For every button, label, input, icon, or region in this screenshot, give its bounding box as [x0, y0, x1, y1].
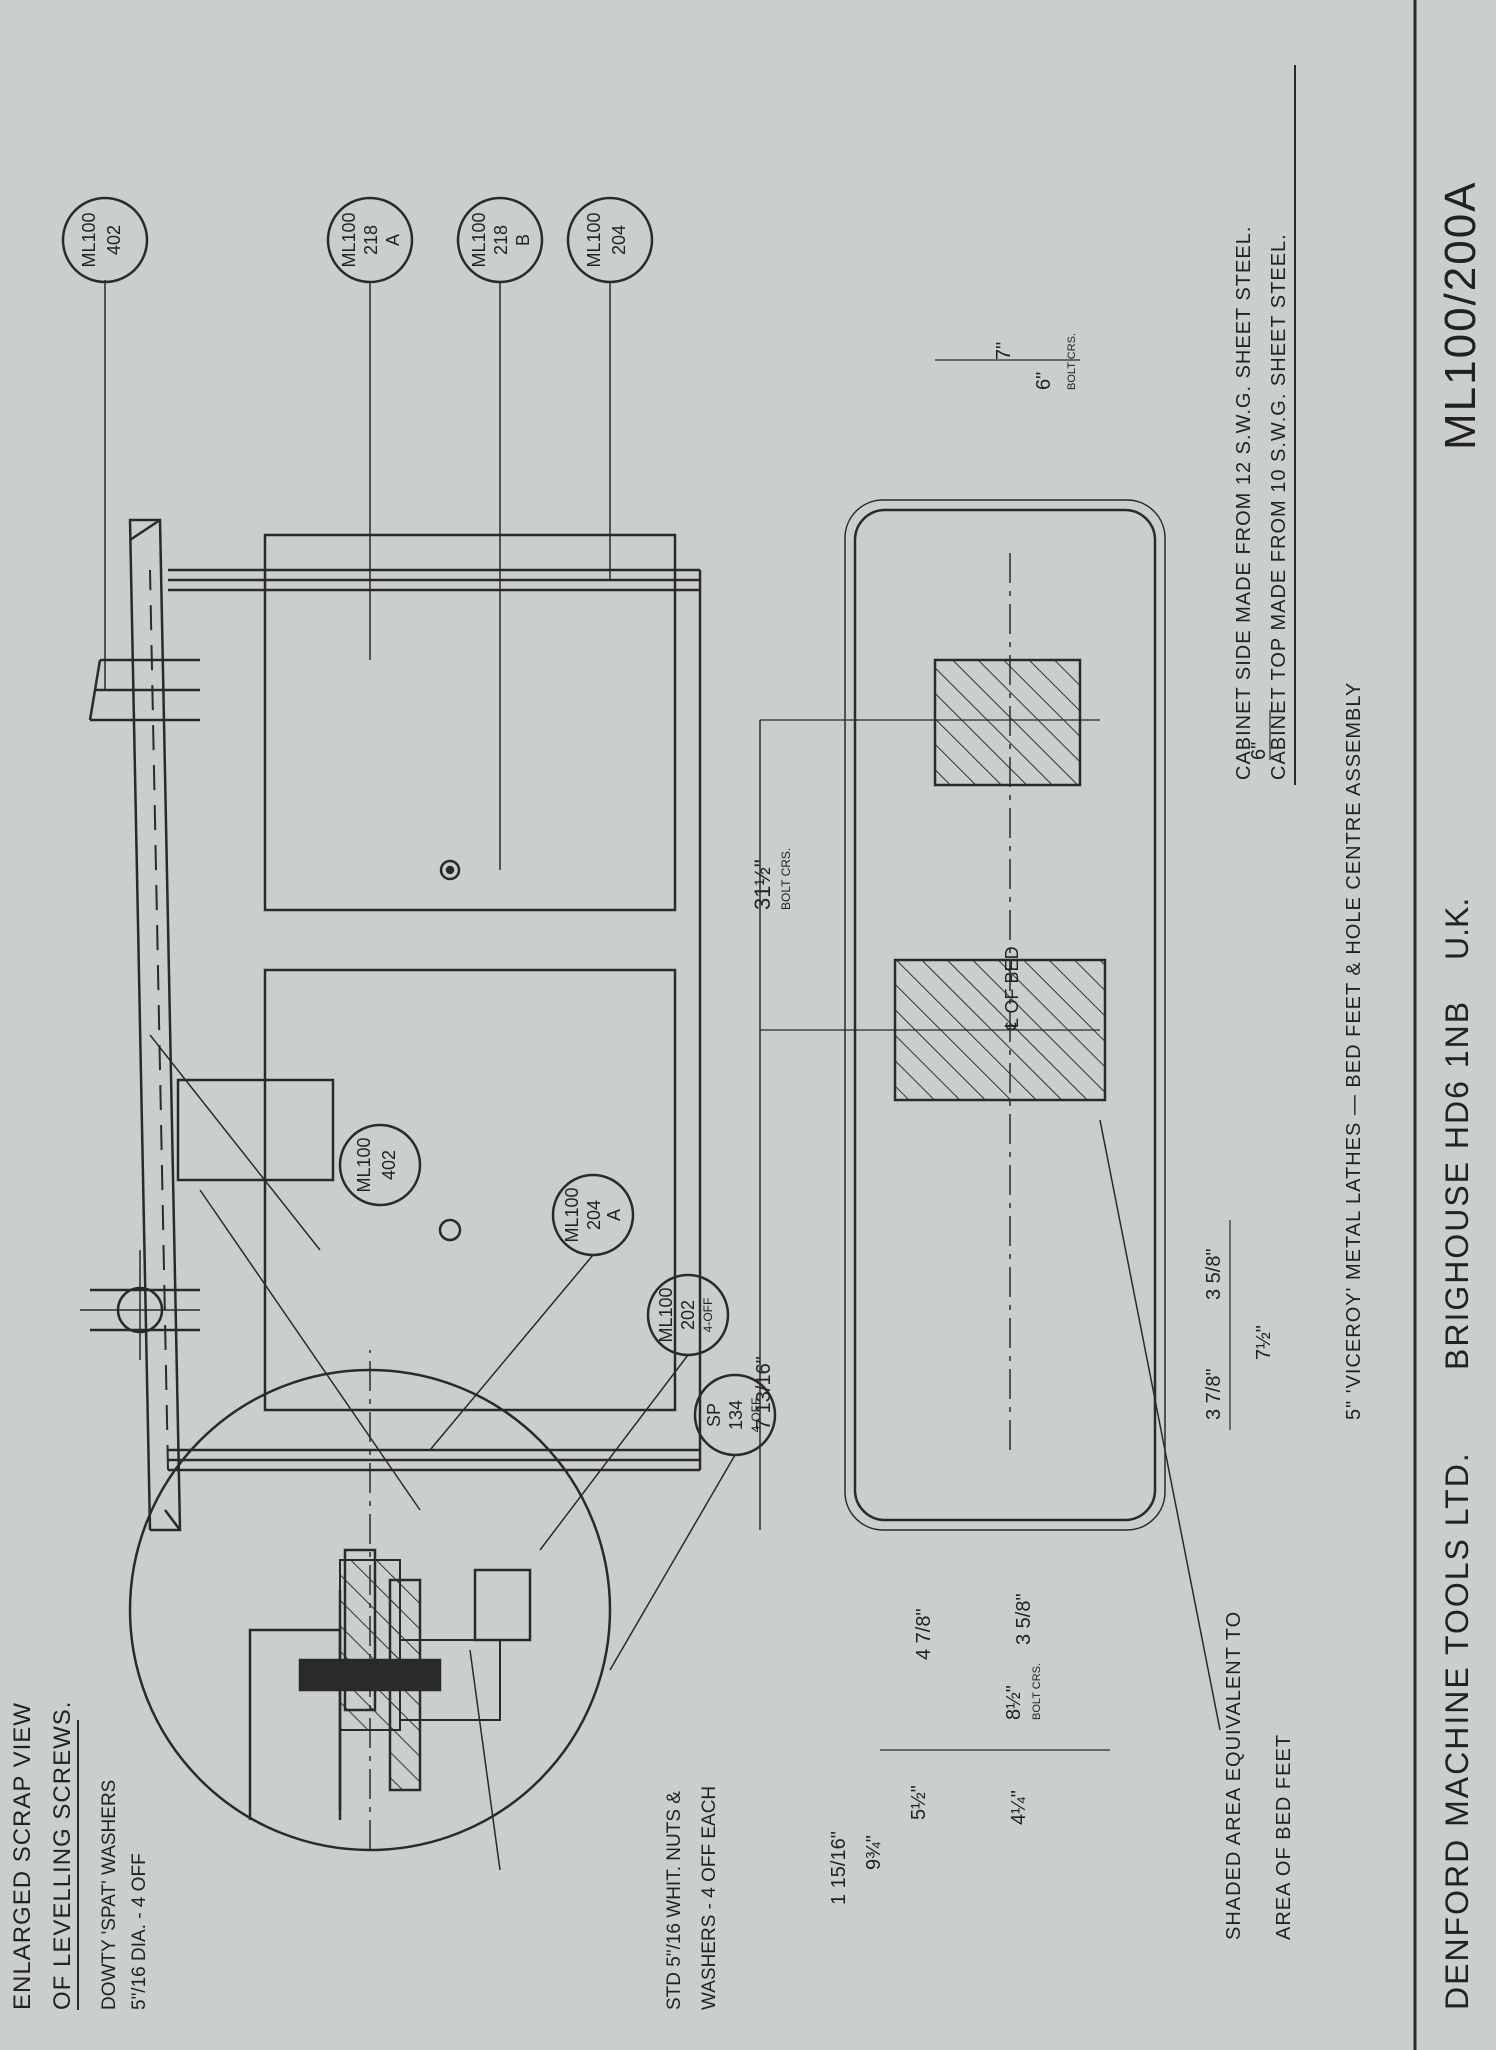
- left-door: [263, 968, 677, 1412]
- svg-text:ML100: ML100: [339, 212, 359, 267]
- svg-text:9¾": 9¾": [863, 1835, 885, 1870]
- svg-text:4-OFF: 4-OFF: [701, 1298, 715, 1333]
- svg-text:BOLT CRS.: BOLT CRS.: [1031, 1663, 1043, 1720]
- svg-text:BOLT CRS.: BOLT CRS.: [779, 848, 793, 910]
- svg-text:204: 204: [584, 1200, 604, 1230]
- balloon-ml100-402-lower: ML100 402: [338, 1123, 422, 1207]
- dim-foot-block: 3 7/8" 3 5/8" 7½": [1203, 1220, 1275, 1430]
- balloon-ml100-402-top: ML100 402: [61, 196, 149, 690]
- balloon-group-right: ML100 402 ML100 218 A ML100 218 B ML100: [61, 196, 654, 870]
- svg-text:218: 218: [361, 225, 381, 255]
- svg-text:31½": 31½": [750, 859, 775, 910]
- cabinet-side-note: CABINET SIDE MADE FROM 12 S.W.G. SHEET S…: [1233, 226, 1255, 780]
- svg-text:ML100: ML100: [79, 212, 99, 267]
- svg-text:ML100: ML100: [562, 1187, 582, 1242]
- svg-text:3 7/8": 3 7/8": [1203, 1368, 1225, 1420]
- svg-text:6": 6": [1248, 742, 1270, 760]
- svg-text:ML100: ML100: [584, 212, 604, 267]
- centre-of-bed-label: ℄ OF BED: [1002, 946, 1022, 1031]
- balloon-group-left: ML100 402 ML100 204 A ML100 202 4-OFF SP: [338, 1123, 777, 1671]
- svg-text:A: A: [604, 1209, 624, 1221]
- balloon-sp-134: SP 134 4-OFF: [609, 1373, 777, 1671]
- right-door: [263, 533, 677, 912]
- svg-text:3 5/8": 3 5/8": [1013, 1593, 1035, 1645]
- balloon-ml100-204: ML100 204: [566, 196, 654, 580]
- shaded-area-note-1: SHADED AREA EQUIVALENT TO: [1223, 1611, 1245, 1940]
- dowty-note-1: DOWTY 'SPAT' WASHERS: [99, 1780, 120, 2010]
- svg-text:SP: SP: [704, 1403, 724, 1427]
- scrap-view-title-1: ENLARGED SCRAP VIEW: [9, 1702, 36, 2010]
- shaded-area-note-2: AREA OF BED FEET: [1273, 1734, 1295, 1940]
- dim-height-block: 9¾" 5½" 4¼" 8½" BOLT CRS. 4 7/8" 3 5/8" …: [828, 1593, 1110, 1905]
- svg-text:4 7/8": 4 7/8": [913, 1608, 935, 1660]
- std-note-2: WASHERS - 4 OFF EACH: [699, 1786, 720, 2010]
- svg-text:6": 6": [1033, 372, 1055, 390]
- plan-view: ℄ OF BED: [760, 499, 1221, 1731]
- svg-text:218: 218: [491, 225, 511, 255]
- svg-text:4¼": 4¼": [1008, 1790, 1030, 1825]
- scrap-view-title-2: OF LEVELLING SCREWS.: [49, 1701, 76, 2010]
- balloon-ml100-202: ML100 202 4-OFF: [539, 1273, 730, 1551]
- svg-text:ML100: ML100: [469, 212, 489, 267]
- cabinet-elevation: [80, 518, 702, 1532]
- svg-text:202: 202: [678, 1300, 698, 1330]
- svg-text:ML100: ML100: [656, 1287, 676, 1342]
- svg-text:7½": 7½": [1253, 1325, 1275, 1360]
- cabinet-top-note: CABINET TOP MADE FROM 10 S.W.G. SHEET ST…: [1268, 233, 1290, 780]
- svg-text:BOLT CRS.: BOLT CRS.: [1066, 333, 1078, 390]
- svg-text:134: 134: [726, 1400, 746, 1430]
- svg-text:402: 402: [379, 1150, 399, 1180]
- drawing-number: ML100/200A: [1436, 180, 1485, 450]
- std-note-1: STD 5"/16 WHIT. NUTS &: [664, 1791, 685, 2010]
- svg-text:7": 7": [993, 342, 1015, 360]
- balloon-ml100-218a: ML100 218 A: [326, 196, 414, 660]
- svg-text:204: 204: [609, 225, 629, 255]
- balloon-ml100-204a: ML100 204 A: [429, 1173, 635, 1451]
- scrap-view: [128, 1034, 612, 1871]
- svg-text:402: 402: [104, 225, 124, 255]
- balloon-ml100-218b: ML100 218 B: [456, 196, 544, 870]
- svg-text:ML100: ML100: [354, 1137, 374, 1192]
- dim-right-block: 6" BOLT CRS. 6" 7": [935, 333, 1271, 760]
- maker-name: DENFORD MACHINE TOOLS LTD.: [1439, 1451, 1475, 2010]
- svg-text:3 5/8": 3 5/8": [1203, 1248, 1225, 1300]
- svg-text:5½": 5½": [908, 1785, 930, 1820]
- svg-text:B: B: [513, 234, 533, 246]
- dowty-note-2: 5"/16 DIA. - 4 OFF: [129, 1853, 150, 2010]
- svg-text:8½": 8½": [1003, 1685, 1025, 1720]
- svg-text:A: A: [383, 234, 403, 246]
- bed-foot-right: [933, 658, 1082, 787]
- maker-address: BRIGHOUSE HD6 1NB: [1439, 1000, 1475, 1370]
- drawing-title: 5" 'VICEROY' METAL LATHES — BED FEET & H…: [1343, 682, 1365, 1420]
- dim-bolt-crs-long: 31½" BOLT CRS. 7 13/16": [750, 720, 793, 1530]
- svg-text:7 13/16": 7 13/16": [753, 1356, 775, 1430]
- maker-country: U.K.: [1439, 898, 1475, 960]
- svg-text:1 15/16": 1 15/16": [828, 1831, 850, 1905]
